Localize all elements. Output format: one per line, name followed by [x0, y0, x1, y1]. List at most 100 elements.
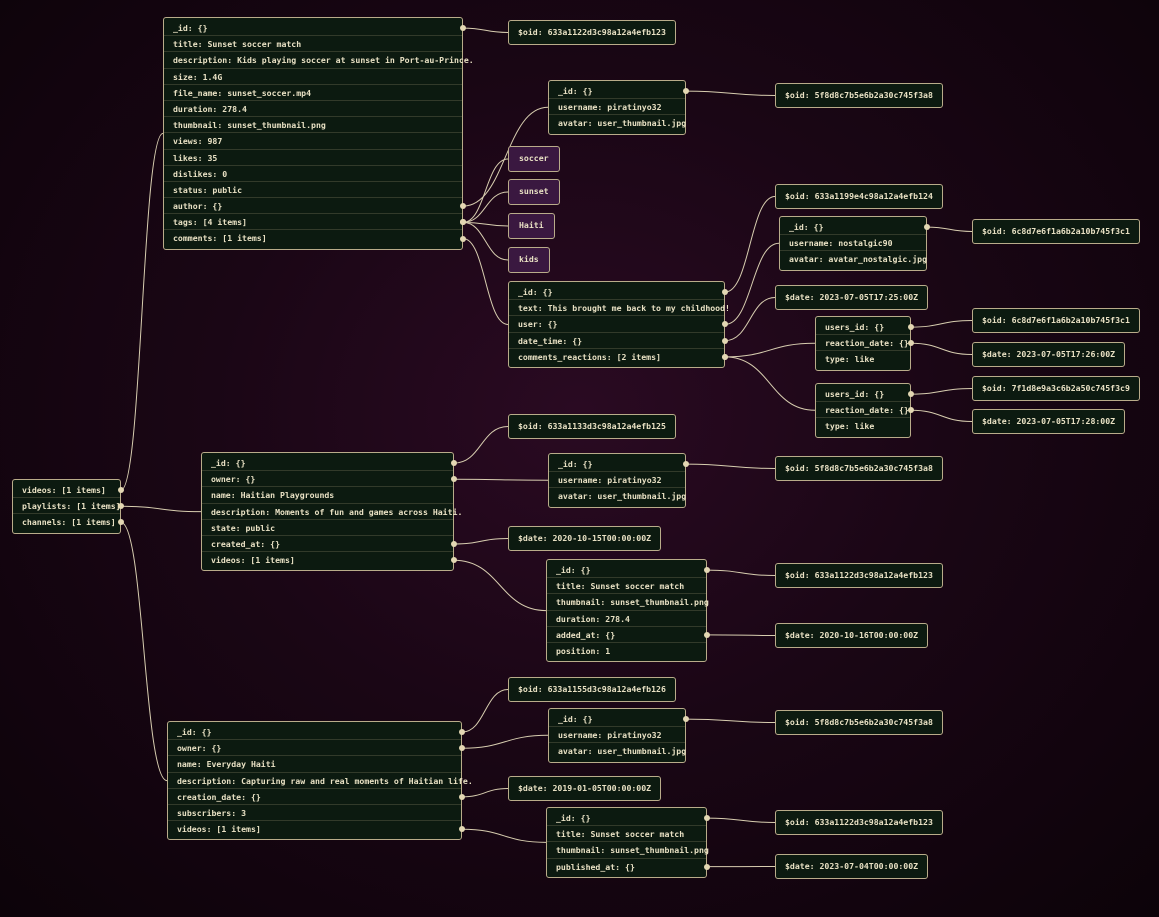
- reaction-2-date-leaf[interactable]: $date: 2023-07-05T17:28:00Z: [972, 409, 1126, 434]
- node-row: videos: [1 items]: [211, 555, 295, 566]
- reaction-1-node[interactable]: users_id: {} reaction_date: {} type: lik…: [815, 316, 911, 371]
- channel-owner-oid-leaf[interactable]: $oid: 5f8d8c7b5e6b2a30c745f3a8: [775, 710, 943, 735]
- comment-user-oid-leaf[interactable]: $oid: 6c8d7e6f1a6b2a10b745f3c1: [972, 219, 1140, 244]
- video-node[interactable]: _id: {} title: Sunset soccer match descr…: [163, 17, 474, 250]
- root-node[interactable]: videos: [1 items] playlists: [1 items] c…: [12, 479, 121, 534]
- node-row: users_id: {}: [816, 319, 910, 336]
- channel-video-node[interactable]: _id: {} title: Sunset soccer match thumb…: [546, 807, 709, 878]
- connector-dot: [683, 716, 689, 723]
- node-row: owner: {}: [168, 740, 461, 757]
- connector-dot: [460, 25, 466, 32]
- video-oid-leaf[interactable]: $oid: 633a1122d3c98a12a4efb123: [508, 20, 676, 45]
- edge-line: [453, 426, 509, 464]
- channel-video-date-leaf[interactable]: $date: 2023-07-04T00:00:00Z: [775, 854, 929, 879]
- tag-sunset[interactable]: sunset: [508, 179, 560, 205]
- connector-dot: [118, 519, 124, 526]
- edge-line: [910, 409, 973, 422]
- playlist-video-oid-leaf[interactable]: $oid: 633a1122d3c98a12a4efb123: [775, 563, 943, 588]
- edge-line: [120, 521, 168, 782]
- connector-dot: [722, 321, 728, 328]
- video-author-node[interactable]: _id: {} username: piratinyo32 avatar: us…: [548, 80, 686, 135]
- node-row: type: like: [825, 421, 875, 432]
- node-row: videos: [1 items]: [13, 482, 120, 499]
- node-row: text: This brought me back to my childho…: [509, 300, 730, 317]
- playlist-oid-leaf[interactable]: $oid: 633a1133d3c98a12a4efb125: [508, 414, 676, 439]
- connector-dot: [908, 324, 914, 331]
- playlist-node[interactable]: _id: {} owner: {} name: Haitian Playgrou…: [201, 452, 462, 572]
- channel-video-oid-leaf[interactable]: $oid: 633a1122d3c98a12a4efb123: [775, 810, 943, 835]
- node-row: type: like: [825, 354, 875, 365]
- edge-line: [462, 191, 509, 223]
- node-row: _id: {}: [164, 20, 462, 37]
- reaction-1-oid-leaf[interactable]: $oid: 6c8d7e6f1a6b2a10b745f3c1: [972, 308, 1140, 333]
- connector-dot: [908, 407, 914, 414]
- edge-line: [910, 388, 973, 395]
- connector-dot: [459, 826, 465, 833]
- node-row: position: 1: [556, 645, 611, 656]
- node-row: description: Capturing raw and real mome…: [168, 773, 473, 789]
- connector-dot: [459, 793, 465, 800]
- node-row: comments_reactions: [2 items]: [518, 351, 661, 362]
- tag-haiti[interactable]: Haiti: [508, 213, 555, 239]
- connector-dot: [459, 729, 465, 736]
- node-row: _id: {}: [549, 711, 685, 728]
- channel-owner-node[interactable]: _id: {} username: piratinyo32 avatar: us…: [548, 708, 686, 763]
- node-row: state: public: [202, 520, 453, 536]
- node-row: subscribers: 3: [168, 805, 461, 822]
- node-row: duration: 278.4: [547, 611, 706, 627]
- channel-node[interactable]: _id: {} owner: {} name: Everyday Haiti d…: [167, 721, 473, 841]
- node-row: status: public: [164, 182, 462, 199]
- edge-line: [120, 505, 202, 513]
- tag-kids[interactable]: kids: [508, 247, 550, 273]
- node-row: description: Kids playing soccer at suns…: [164, 52, 474, 69]
- node-row: created_at: {}: [202, 536, 453, 553]
- node-row: title: Sunset soccer match: [547, 578, 706, 595]
- node-row: username: piratinyo32: [549, 727, 685, 744]
- comment-user-node[interactable]: _id: {} username: nostalgic90 avatar: av…: [779, 216, 927, 271]
- node-row: published_at: {}: [556, 861, 635, 872]
- comment-node[interactable]: _id: {} text: This brought me back to my…: [508, 281, 730, 368]
- connector-dot: [451, 460, 457, 467]
- node-row: author: {}: [164, 198, 462, 215]
- node-row: name: Everyday Haiti: [168, 756, 461, 773]
- edge-line: [461, 788, 509, 798]
- connector-dot: [460, 235, 466, 242]
- node-row: _id: {}: [780, 219, 926, 236]
- edge-line: [724, 196, 776, 293]
- playlist-owner-node[interactable]: _id: {} username: piratinyo32 avatar: us…: [548, 453, 686, 508]
- reaction-2-node[interactable]: users_id: {} reaction_date: {} type: lik…: [815, 383, 911, 438]
- node-row: _id: {}: [509, 284, 724, 301]
- connector-dot: [118, 503, 124, 510]
- node-row: thumbnail: sunset_thumbnail.png: [164, 117, 462, 134]
- playlist-owner-oid-leaf[interactable]: $oid: 5f8d8c7b5e6b2a30c745f3a8: [775, 456, 943, 481]
- node-row: file_name: sunset_soccer.mp4: [164, 85, 462, 101]
- playlist-video-node[interactable]: _id: {} title: Sunset soccer match thumb…: [546, 559, 709, 663]
- node-row: size: 1.4G: [164, 69, 462, 85]
- tag-soccer[interactable]: soccer: [508, 146, 560, 172]
- connector-dot: [722, 289, 728, 296]
- connector-dot: [704, 815, 710, 822]
- playlist-video-date-leaf[interactable]: $date: 2020-10-16T00:00:00Z: [775, 623, 929, 648]
- edge-line: [724, 297, 776, 342]
- node-row: dislikes: 0: [164, 166, 462, 182]
- connector-dot: [722, 353, 728, 360]
- channel-oid-leaf[interactable]: $oid: 633a1155d3c98a12a4efb126: [508, 677, 676, 702]
- edge-line: [724, 356, 816, 411]
- edge-line: [453, 478, 549, 481]
- connector-dot: [460, 219, 466, 226]
- node-row: avatar: user_thumbnail.jpg: [558, 491, 687, 502]
- video-author-oid-leaf[interactable]: $oid: 5f8d8c7b5e6b2a30c745f3a8: [775, 83, 943, 108]
- connector-dot: [704, 631, 710, 638]
- channel-created-leaf[interactable]: $date: 2019-01-05T00:00:00Z: [508, 776, 662, 801]
- node-row: owner: {}: [202, 471, 453, 488]
- comment-oid-leaf[interactable]: $oid: 633a1199e4c98a12a4efb124: [775, 184, 943, 209]
- edge-line: [462, 238, 509, 325]
- node-row: thumbnail: sunset_thumbnail.png: [547, 594, 709, 611]
- playlist-created-leaf[interactable]: $date: 2020-10-15T00:00:00Z: [508, 526, 662, 551]
- edge-line: [724, 342, 816, 358]
- reaction-1-date-leaf[interactable]: $date: 2023-07-05T17:26:00Z: [972, 342, 1126, 367]
- edge-line: [453, 538, 509, 545]
- edge-line: [461, 689, 509, 733]
- comment-date-leaf[interactable]: $date: 2023-07-05T17:25:00Z: [775, 285, 929, 310]
- reaction-2-oid-leaf[interactable]: $oid: 7f1d8e9a3c6b2a50c745f3c9: [972, 376, 1140, 401]
